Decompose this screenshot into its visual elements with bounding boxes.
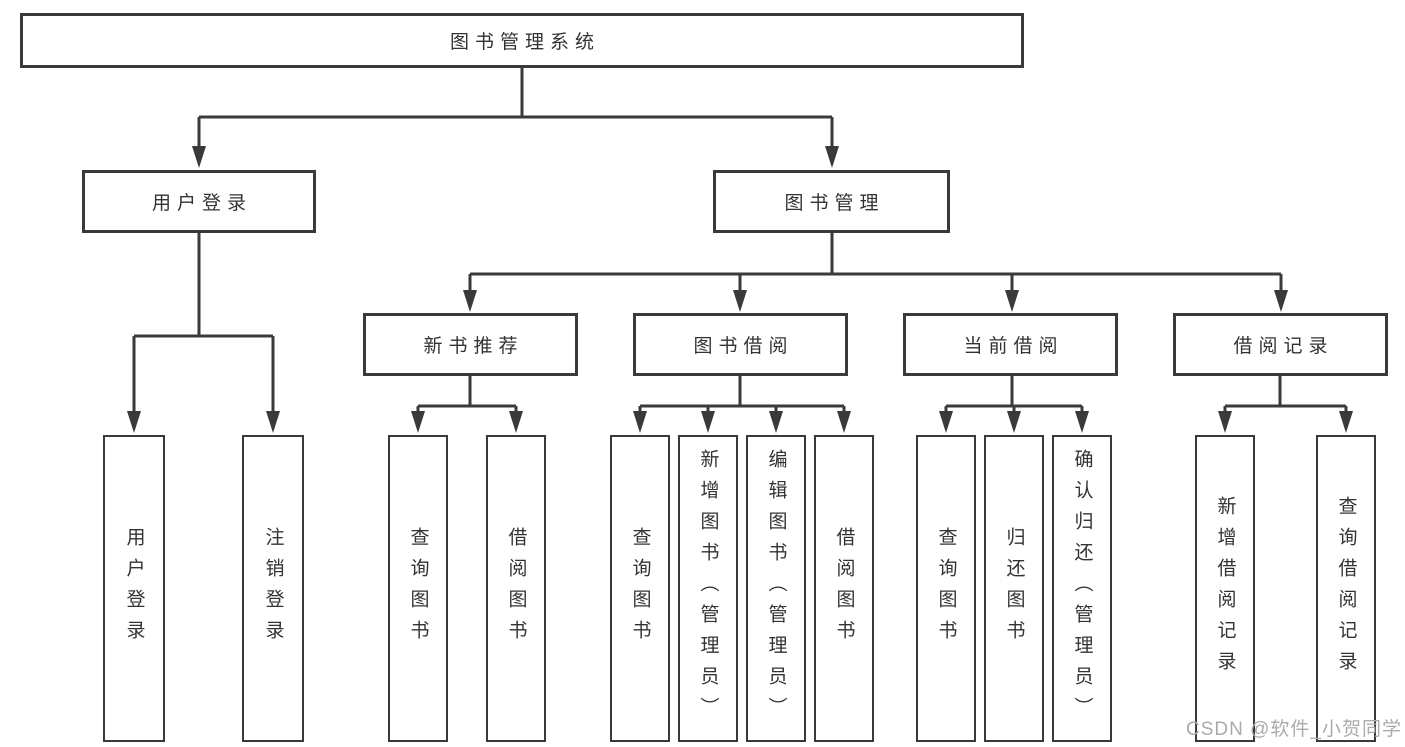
node-label: 用户登录 <box>123 526 145 651</box>
node-label: 查询借阅记录 <box>1335 495 1357 682</box>
arrowheads-user-login-children <box>127 411 280 433</box>
watermark: CSDN @软件_小贺同学 <box>1186 719 1402 740</box>
node-label: 新增图书（管理员） <box>697 449 719 728</box>
connector-book-management-children <box>468 233 1283 292</box>
node-root: 图书管理系统 <box>20 13 1024 68</box>
node-label: 借阅图书 <box>505 526 527 651</box>
node-confirm-return-admin: 确认归还（管理员） <box>1052 435 1112 742</box>
node-edit-books-admin: 编辑图书（管理员） <box>746 435 806 742</box>
node-label: 当前借阅 <box>963 336 1064 357</box>
connector-book-borrow-children <box>638 376 846 413</box>
node-add-books-admin: 新增图书（管理员） <box>678 435 738 742</box>
connector-current-borrow-children <box>944 376 1084 413</box>
node-label: 新书推荐 <box>423 336 524 357</box>
arrowheads-level2 <box>192 146 839 168</box>
connector-user-login-children <box>132 233 275 413</box>
node-book-management: 图书管理 <box>713 170 950 233</box>
connector-root-to-level2 <box>197 68 834 150</box>
connector-new-book-children <box>416 376 518 413</box>
connector-borrow-record-children <box>1223 376 1348 413</box>
node-current-query-books: 查询图书 <box>916 435 976 742</box>
node-label: 图书借阅 <box>693 336 794 357</box>
node-add-borrow-record: 新增借阅记录 <box>1195 435 1255 742</box>
node-label: 注销登录 <box>262 526 284 651</box>
node-query-borrow-record: 查询借阅记录 <box>1316 435 1376 742</box>
node-current-borrow: 当前借阅 <box>903 313 1118 376</box>
node-recommend-query-books: 查询图书 <box>388 435 448 742</box>
node-label: 图书管理 <box>784 193 885 214</box>
node-label: 查询图书 <box>407 526 429 651</box>
node-logout-leaf: 注销登录 <box>242 435 304 742</box>
node-label: 确认归还（管理员） <box>1071 449 1093 728</box>
node-user-login: 用户登录 <box>82 170 316 233</box>
node-return-books: 归还图书 <box>984 435 1044 742</box>
node-borrow-query-books: 查询图书 <box>610 435 670 742</box>
arrowheads-level3 <box>463 290 1288 312</box>
node-book-borrow: 图书借阅 <box>633 313 848 376</box>
node-label: 查询图书 <box>935 526 957 651</box>
node-label: 归还图书 <box>1003 526 1025 651</box>
node-label: 新增借阅记录 <box>1214 495 1236 682</box>
node-label: 图书管理系统 <box>449 32 600 53</box>
node-borrow-books-leaf: 借阅图书 <box>814 435 874 742</box>
node-new-book-recommend: 新书推荐 <box>363 313 578 376</box>
node-recommend-borrow-books: 借阅图书 <box>486 435 546 742</box>
node-label: 编辑图书（管理员） <box>765 449 787 728</box>
node-user-login-leaf: 用户登录 <box>103 435 165 742</box>
node-label: 用户登录 <box>151 193 252 214</box>
node-label: 借阅记录 <box>1233 336 1334 357</box>
arrowheads-level4 <box>411 411 1353 433</box>
node-label: 借阅图书 <box>833 526 855 651</box>
node-borrow-records: 借阅记录 <box>1173 313 1388 376</box>
node-label: 查询图书 <box>629 526 651 651</box>
